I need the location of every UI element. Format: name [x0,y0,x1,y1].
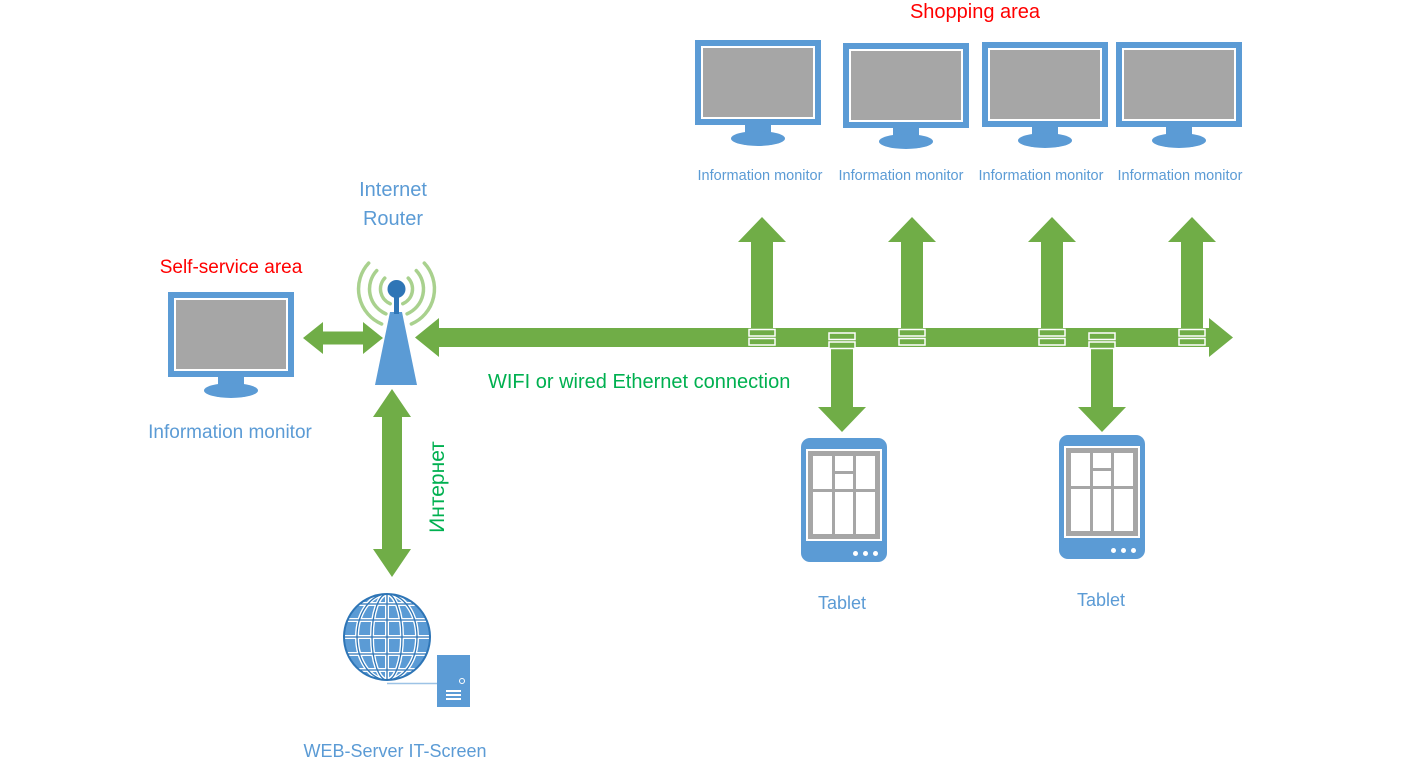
monitor-base [1152,133,1206,148]
tablet-label: Tablet [817,593,867,613]
information-monitor-label: Information monitor [697,168,823,184]
tablet-home-dots [1111,548,1136,553]
information-monitor-icon [843,43,969,149]
monitor-router-arrow [303,322,383,354]
screen-tile [1092,453,1112,468]
screen-tile [813,492,832,534]
screen-tile [856,456,875,489]
screen-tile [1071,489,1090,531]
tablet-screen [806,449,882,541]
monitor-base [204,383,258,398]
up-arrow-monitor-1 [738,217,786,334]
monitor-base [879,134,933,149]
ethernet-connection-label: WIFI or wired Ethernet connection [488,371,791,393]
router-internet-arrow [373,389,411,577]
tablet-label: Tablet [1076,590,1126,610]
tablet-screen [1064,446,1140,538]
server-slot [446,698,461,700]
tablet-icon [1059,435,1145,559]
tablet-icon [801,438,887,562]
screen-tile [1092,489,1112,531]
monitor-screen [1116,42,1242,127]
server-slot [446,694,461,696]
screen-tile [813,456,832,489]
screen-tile [856,492,875,534]
screen-tile [834,492,854,534]
tablet-home-dots [853,551,878,556]
wifi-signal-icon [356,261,437,326]
information-monitor-label: Information monitor [148,422,312,443]
screen-tile [1071,453,1090,486]
information-monitor-label: Information monitor [1117,168,1243,184]
monitor-screen [168,292,294,377]
ethernet-bus-arrow [415,318,1233,357]
router-antenna-icon [375,280,417,385]
information-monitor-label: Information monitor [978,168,1104,184]
screen-tile [1114,489,1133,531]
screen-tile [834,474,854,489]
server-slot [446,690,461,692]
monitor-screen [695,40,821,125]
bus-junction-marks [748,328,1206,350]
globe-icon [343,593,431,681]
internet-label: Интернет [426,441,449,533]
screen-tile [1114,453,1133,486]
server-icon [437,655,470,707]
screen-tile [1092,471,1112,486]
information-monitor-icon [168,292,294,398]
server-led [459,678,465,684]
up-arrow-monitor-2 [888,217,936,334]
monitor-base [1018,133,1072,148]
monitor-screen [843,43,969,128]
information-monitor-icon [695,40,821,146]
up-arrow-monitor-3 [1028,217,1076,334]
information-monitor-icon [982,42,1108,148]
up-arrow-monitor-4 [1168,217,1216,334]
down-arrow-tablet-2 [1078,344,1126,432]
internet-router-label: Internet Router [359,179,427,230]
information-monitor-label: Information monitor [838,168,964,184]
screen-tile [834,456,854,471]
self-service-area-title: Self-service area [159,257,303,278]
web-server-label: WEB-Server IT-Screen [303,741,487,761]
down-arrow-tablet-1 [818,344,866,432]
shopping-area-title: Shopping area [909,1,1041,23]
monitor-base [731,131,785,146]
information-monitor-icon [1116,42,1242,148]
monitor-screen [982,42,1108,127]
